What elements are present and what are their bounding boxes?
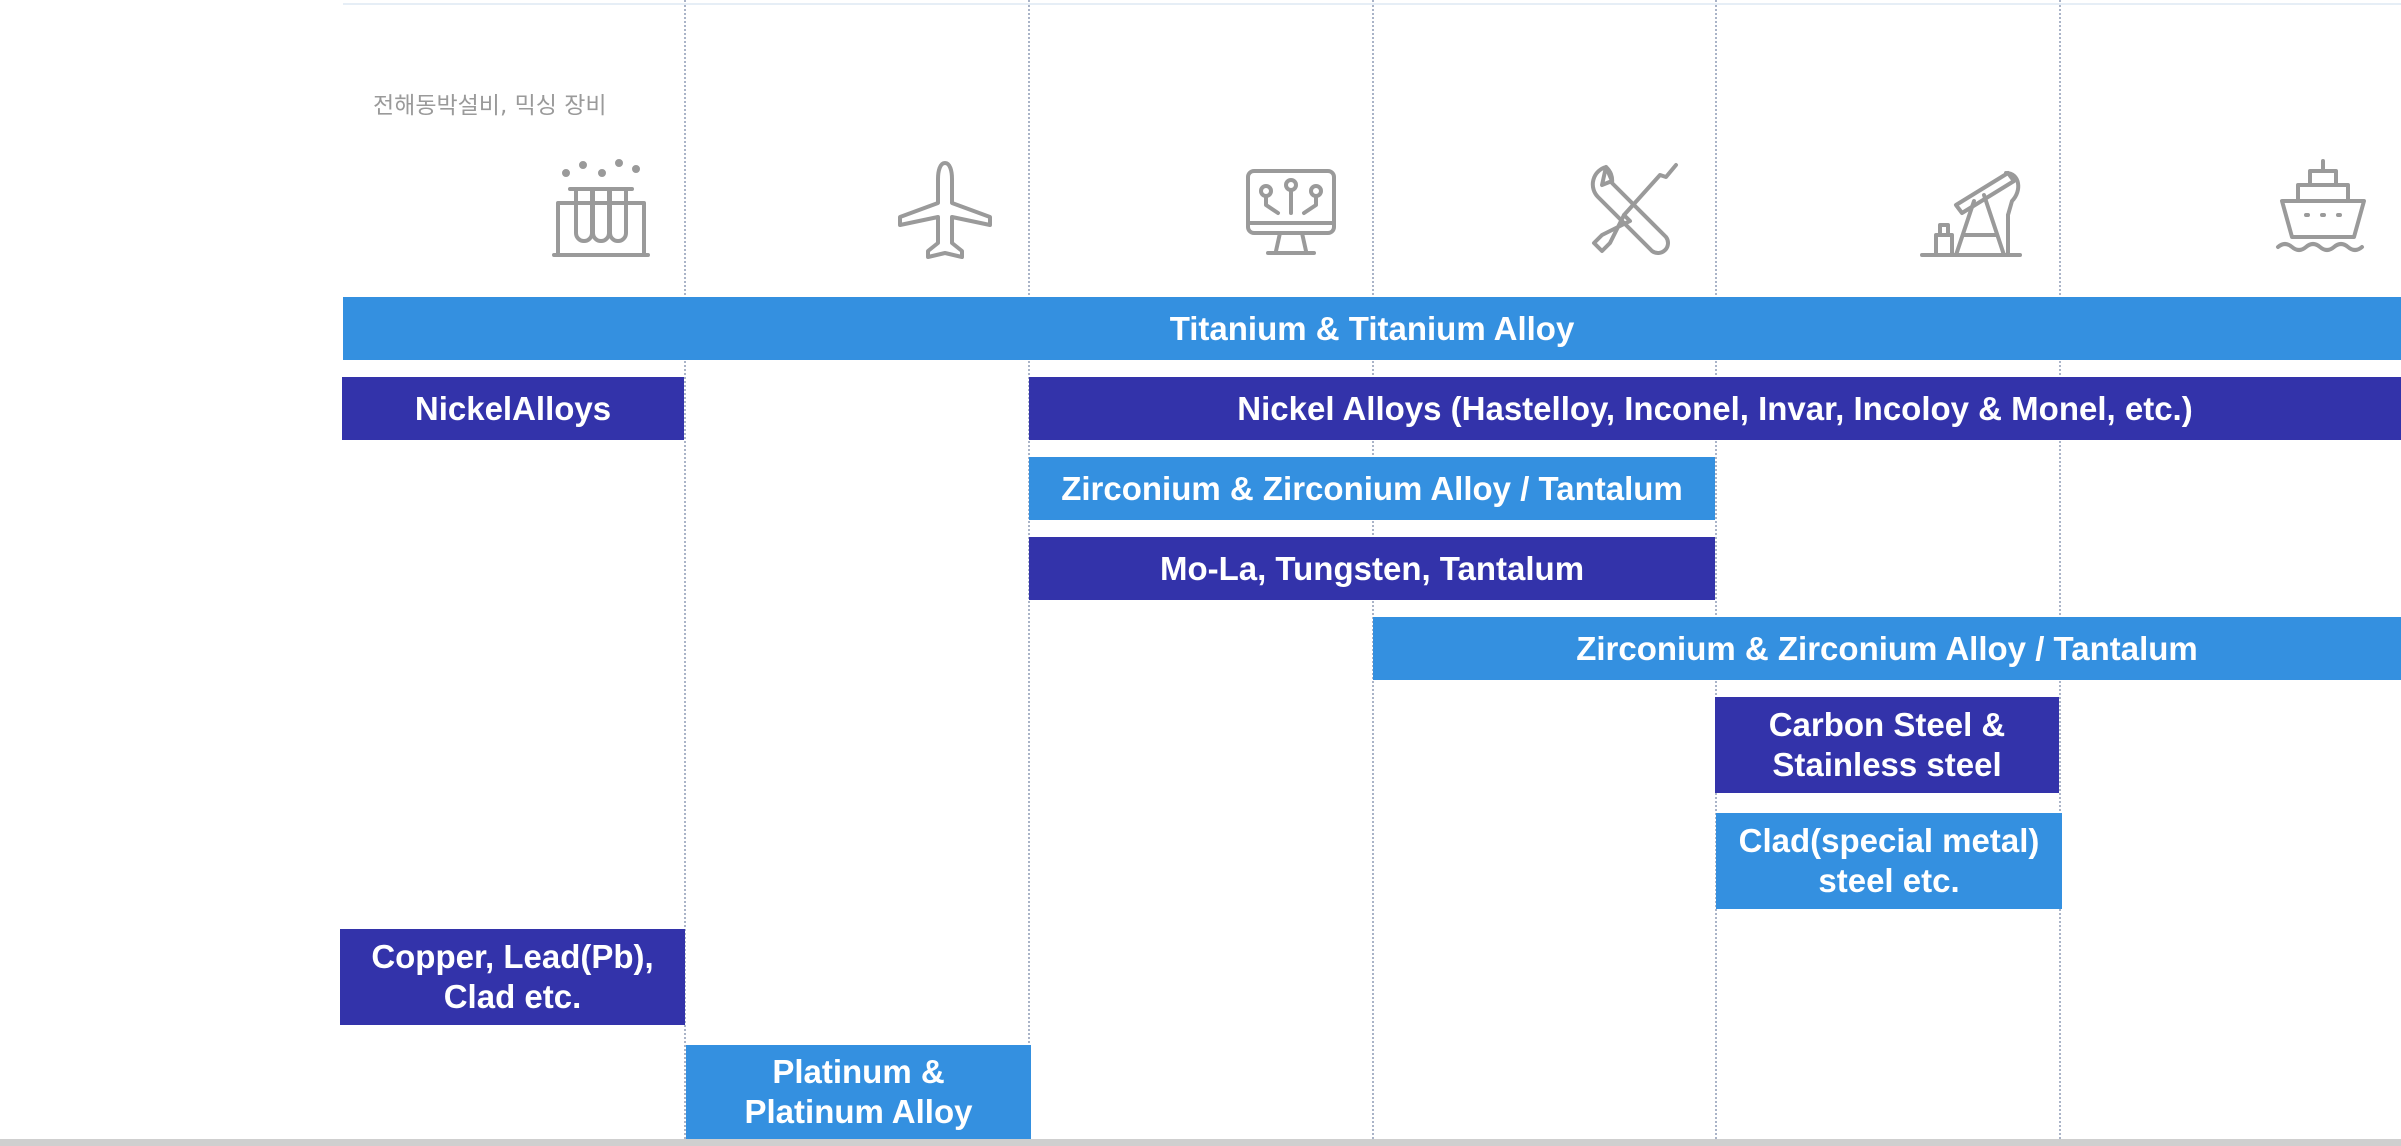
ship-icon	[2268, 155, 2378, 265]
wrench-screwdriver-icon	[1580, 155, 1690, 265]
column-divider	[684, 0, 686, 1139]
zirconium-tantalum-bar-1: Zirconium & Zirconium Alloy / Tantalum	[1029, 457, 1715, 520]
clad-steel-bar: Clad(special metal) steel etc.	[1716, 813, 2062, 909]
column-divider	[1715, 0, 1717, 1139]
bottom-divider	[0, 1139, 2401, 1146]
titanium-alloy-bar: Titanium & Titanium Alloy	[343, 297, 2401, 360]
category-caption: 전해동박설비, 믹싱 장비	[373, 93, 607, 119]
mola-tungsten-bar: Mo-La, Tungsten, Tantalum	[1029, 537, 1715, 600]
airplane-icon	[890, 155, 1000, 265]
circuit-monitor-icon	[1236, 155, 1346, 265]
platinum-alloy-bar: Platinum & Platinum Alloy	[686, 1045, 1031, 1139]
nickel-alloys-bar-long: Nickel Alloys (Hastelloy, Inconel, Invar…	[1029, 377, 2401, 440]
oil-pump-icon	[1916, 155, 2026, 265]
zirconium-tantalum-bar-2: Zirconium & Zirconium Alloy / Tantalum	[1373, 617, 2401, 680]
column-divider	[2059, 0, 2061, 1139]
test-tubes-icon	[546, 155, 656, 265]
nickel-alloys-bar-short: NickelAlloys	[342, 377, 684, 440]
copper-lead-clad-bar: Copper, Lead(Pb), Clad etc.	[340, 929, 685, 1025]
carbon-stainless-steel-bar: Carbon Steel & Stainless steel	[1715, 697, 2059, 793]
